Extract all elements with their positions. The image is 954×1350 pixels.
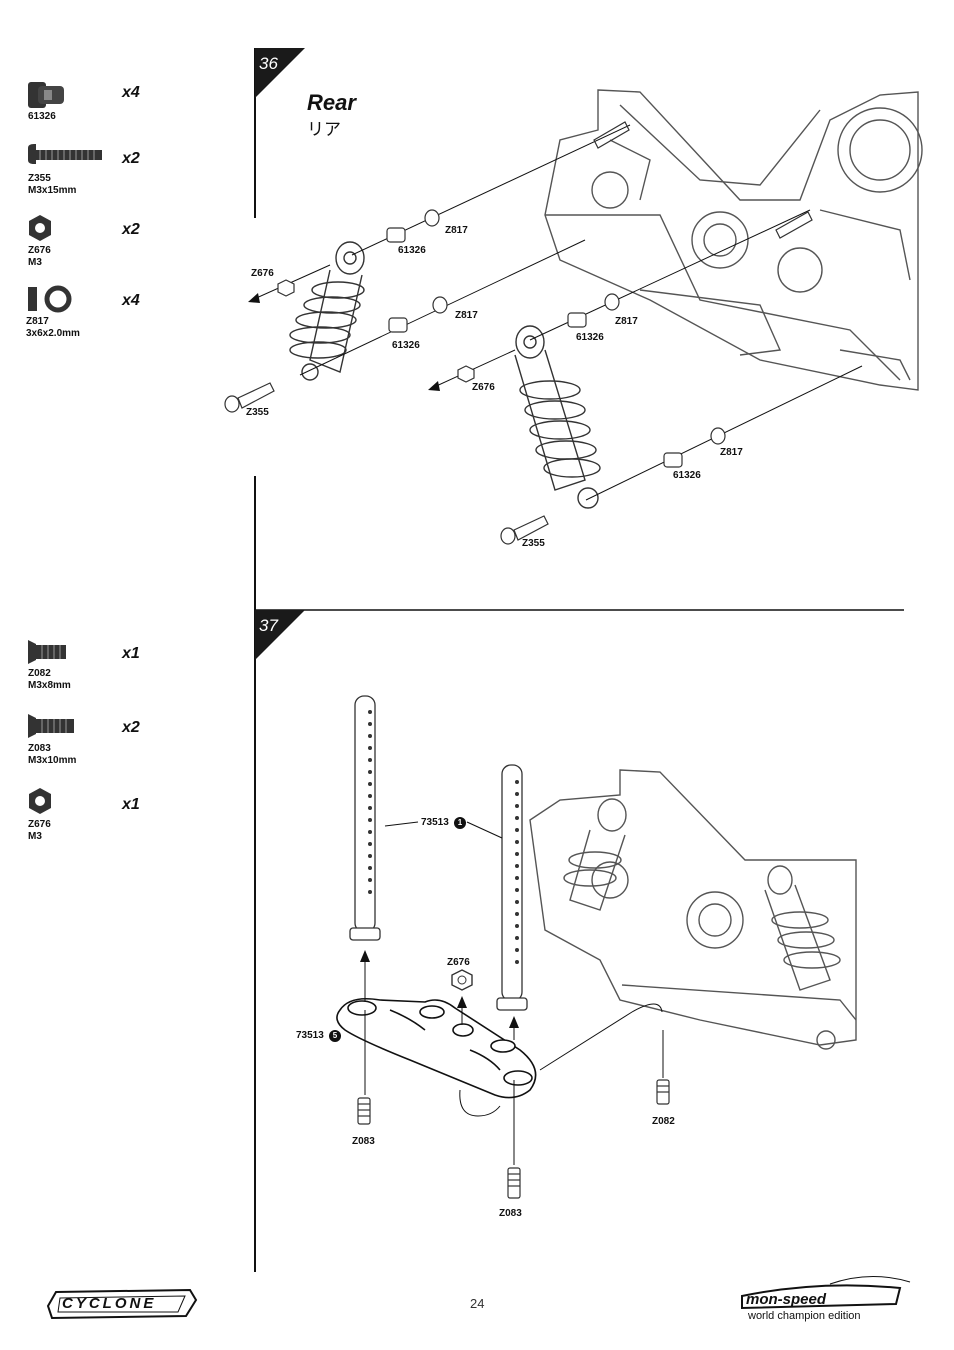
ball-end-icon xyxy=(567,312,587,328)
screw-z082-icon xyxy=(656,1079,670,1105)
callout-label: 73513 xyxy=(296,1030,324,1041)
callout-label: Z676 xyxy=(251,268,274,279)
callout-label: Z817 xyxy=(445,225,468,236)
part-spec: M3x10mm xyxy=(28,755,77,766)
ball-end-icon xyxy=(663,452,683,468)
part-spec: M3 xyxy=(28,831,42,842)
callout-label: Z676 xyxy=(447,957,470,968)
part-code: Z082 xyxy=(28,668,51,679)
part-marker-1 xyxy=(454,817,466,829)
ball-end-icon xyxy=(386,227,406,243)
cyclone-logo xyxy=(46,1288,198,1320)
button-head-screw-icon xyxy=(28,144,102,164)
part-spec: 3x6x2.0mm xyxy=(26,328,80,339)
arrow-up-icon xyxy=(509,1016,519,1028)
rear-chassis-step37-illustration xyxy=(529,769,857,1050)
part-spec: M3x8mm xyxy=(28,680,71,691)
part-code: Z083 xyxy=(28,743,51,754)
callout-label: 61326 xyxy=(673,470,701,481)
post-holes xyxy=(368,710,519,964)
part-spec: M3x15mm xyxy=(28,185,77,196)
part-code: Z676 xyxy=(28,245,51,256)
mon-speed-logo-text: mon-speed xyxy=(746,1291,827,1308)
screw-z355-left-icon xyxy=(224,382,275,413)
step37-badge xyxy=(255,610,305,660)
step37-assembly-lines xyxy=(364,821,664,1165)
hex-nut-icon xyxy=(29,788,51,814)
small-hardware xyxy=(277,209,726,468)
callout-label: Z676 xyxy=(472,382,495,393)
ball-end-icon xyxy=(388,317,408,333)
callout-label: Z083 xyxy=(352,1136,375,1147)
callout-label: Z355 xyxy=(246,407,269,418)
threaded-stud-icon xyxy=(593,121,813,239)
arrow-up-icon xyxy=(457,996,467,1008)
callout-label: 73513 xyxy=(421,817,449,828)
washer-icon xyxy=(710,427,726,445)
callout-label: 61326 xyxy=(398,245,426,256)
step36-badge xyxy=(255,48,305,98)
callout-label: Z817 xyxy=(720,447,743,458)
part-code: Z355 xyxy=(28,173,51,184)
countersunk-screw-icon xyxy=(28,640,66,664)
part-qty: x4 xyxy=(122,84,140,101)
part-code: Z676 xyxy=(28,819,51,830)
arrow-up-icon xyxy=(360,950,370,962)
callout-label: Z082 xyxy=(652,1116,675,1127)
part-marker-label: 1 xyxy=(457,818,463,827)
callout-label: 61326 xyxy=(392,340,420,351)
callout-label: Z817 xyxy=(615,316,638,327)
part-code: 61326 xyxy=(28,111,56,122)
page-number: 24 xyxy=(470,1296,485,1311)
part-qty: x2 xyxy=(122,719,140,736)
washer-icon xyxy=(432,296,448,314)
hex-nut-hole xyxy=(457,975,467,985)
part-code: Z817 xyxy=(26,316,49,327)
part-qty: x1 xyxy=(122,645,140,662)
screw-z083-center-icon xyxy=(507,1167,521,1199)
rear-chassis-illustration xyxy=(544,89,923,391)
callout-label: Z355 xyxy=(522,538,545,549)
step-title: Rear xyxy=(307,90,356,115)
step-number: 37 xyxy=(259,616,278,635)
screw-z083-left-icon xyxy=(357,1097,371,1125)
part-marker-label: 5 xyxy=(332,1031,338,1040)
cyclone-logo-text: CYCLONE xyxy=(62,1295,157,1312)
logo-tagline: world champion edition xyxy=(748,1310,861,1322)
part-qty: x1 xyxy=(122,796,140,813)
arrow-left-icon xyxy=(248,293,260,303)
ball-end-icon xyxy=(28,82,64,108)
part-marker-5 xyxy=(329,1030,341,1042)
left-shock-absorber xyxy=(289,241,365,381)
part-spec: M3 xyxy=(28,257,42,268)
callout-label: 61326 xyxy=(576,332,604,343)
hex-nut-icon xyxy=(457,365,475,383)
countersunk-screw-icon xyxy=(28,714,74,738)
mon-speed-logo xyxy=(741,1276,911,1310)
part-qty: x2 xyxy=(122,150,140,167)
arrow-left-icon xyxy=(428,381,440,391)
post-mount-plate xyxy=(336,997,537,1099)
step-subtitle: リア xyxy=(307,120,341,139)
callout-label: Z817 xyxy=(455,310,478,321)
part-qty: x4 xyxy=(122,292,140,309)
washer-icon xyxy=(604,293,620,311)
body-post-left xyxy=(349,695,381,941)
right-shock-absorber xyxy=(514,325,601,509)
washer-icon xyxy=(28,285,72,313)
callout-label: Z083 xyxy=(499,1208,522,1219)
body-post-right xyxy=(496,764,528,1011)
hex-nut-icon xyxy=(29,215,51,241)
step-number: 36 xyxy=(259,54,278,73)
part-qty: x2 xyxy=(122,221,140,238)
hex-nut-icon xyxy=(277,279,295,297)
washer-icon xyxy=(424,209,440,227)
screw-z355-right-icon xyxy=(500,515,549,545)
hex-nut-icon xyxy=(451,969,473,991)
